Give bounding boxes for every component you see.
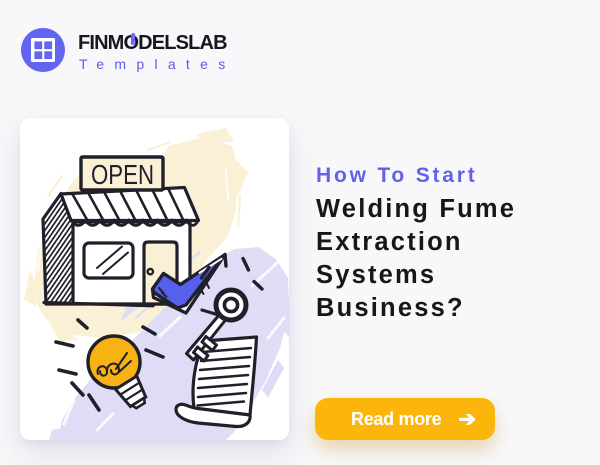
svg-text:OPEN: OPEN bbox=[91, 159, 154, 190]
